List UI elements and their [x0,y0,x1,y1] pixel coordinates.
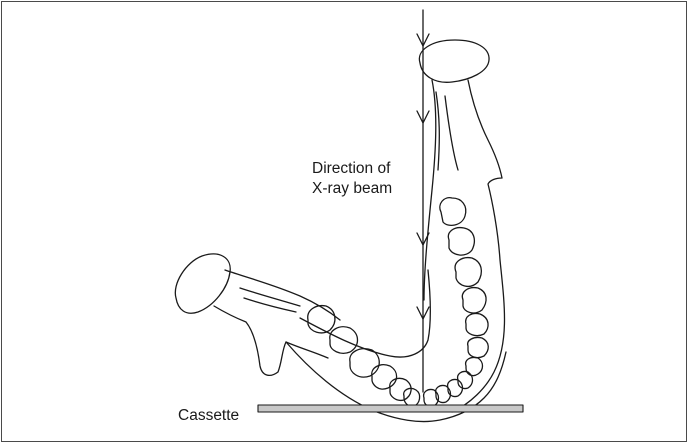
tooth [350,349,379,377]
tooth [455,258,481,287]
tooth [462,288,486,313]
tooth [468,337,489,357]
right-ramus-outer [452,80,505,412]
tooth [448,379,463,396]
tooth [458,371,473,388]
right-ramus-inner [424,80,436,300]
ramus-line-2 [436,92,439,170]
beam-direction-label: Direction of X-ray beam [312,159,392,199]
tooth [372,365,397,389]
tooth [466,313,488,335]
tooth [440,198,466,226]
left-neck-line [240,288,300,306]
right-condyle [419,40,489,82]
teeth [308,198,489,407]
tooth [404,388,420,406]
cassette-label: Cassette [178,406,239,426]
cassette-bar [258,405,523,412]
left-condyle [175,254,230,313]
left-neck-line-2 [244,298,296,312]
mandible-alveolar [300,270,430,357]
mandible [175,40,506,422]
beam-label-line-1: Direction of [312,159,392,179]
xray-beam [417,10,429,392]
left-neck-top [225,270,340,320]
beam-label-line-2: X-ray beam [312,179,392,199]
left-coronoid [214,306,328,375]
tooth [448,228,474,255]
ramus-line-1 [445,96,458,170]
